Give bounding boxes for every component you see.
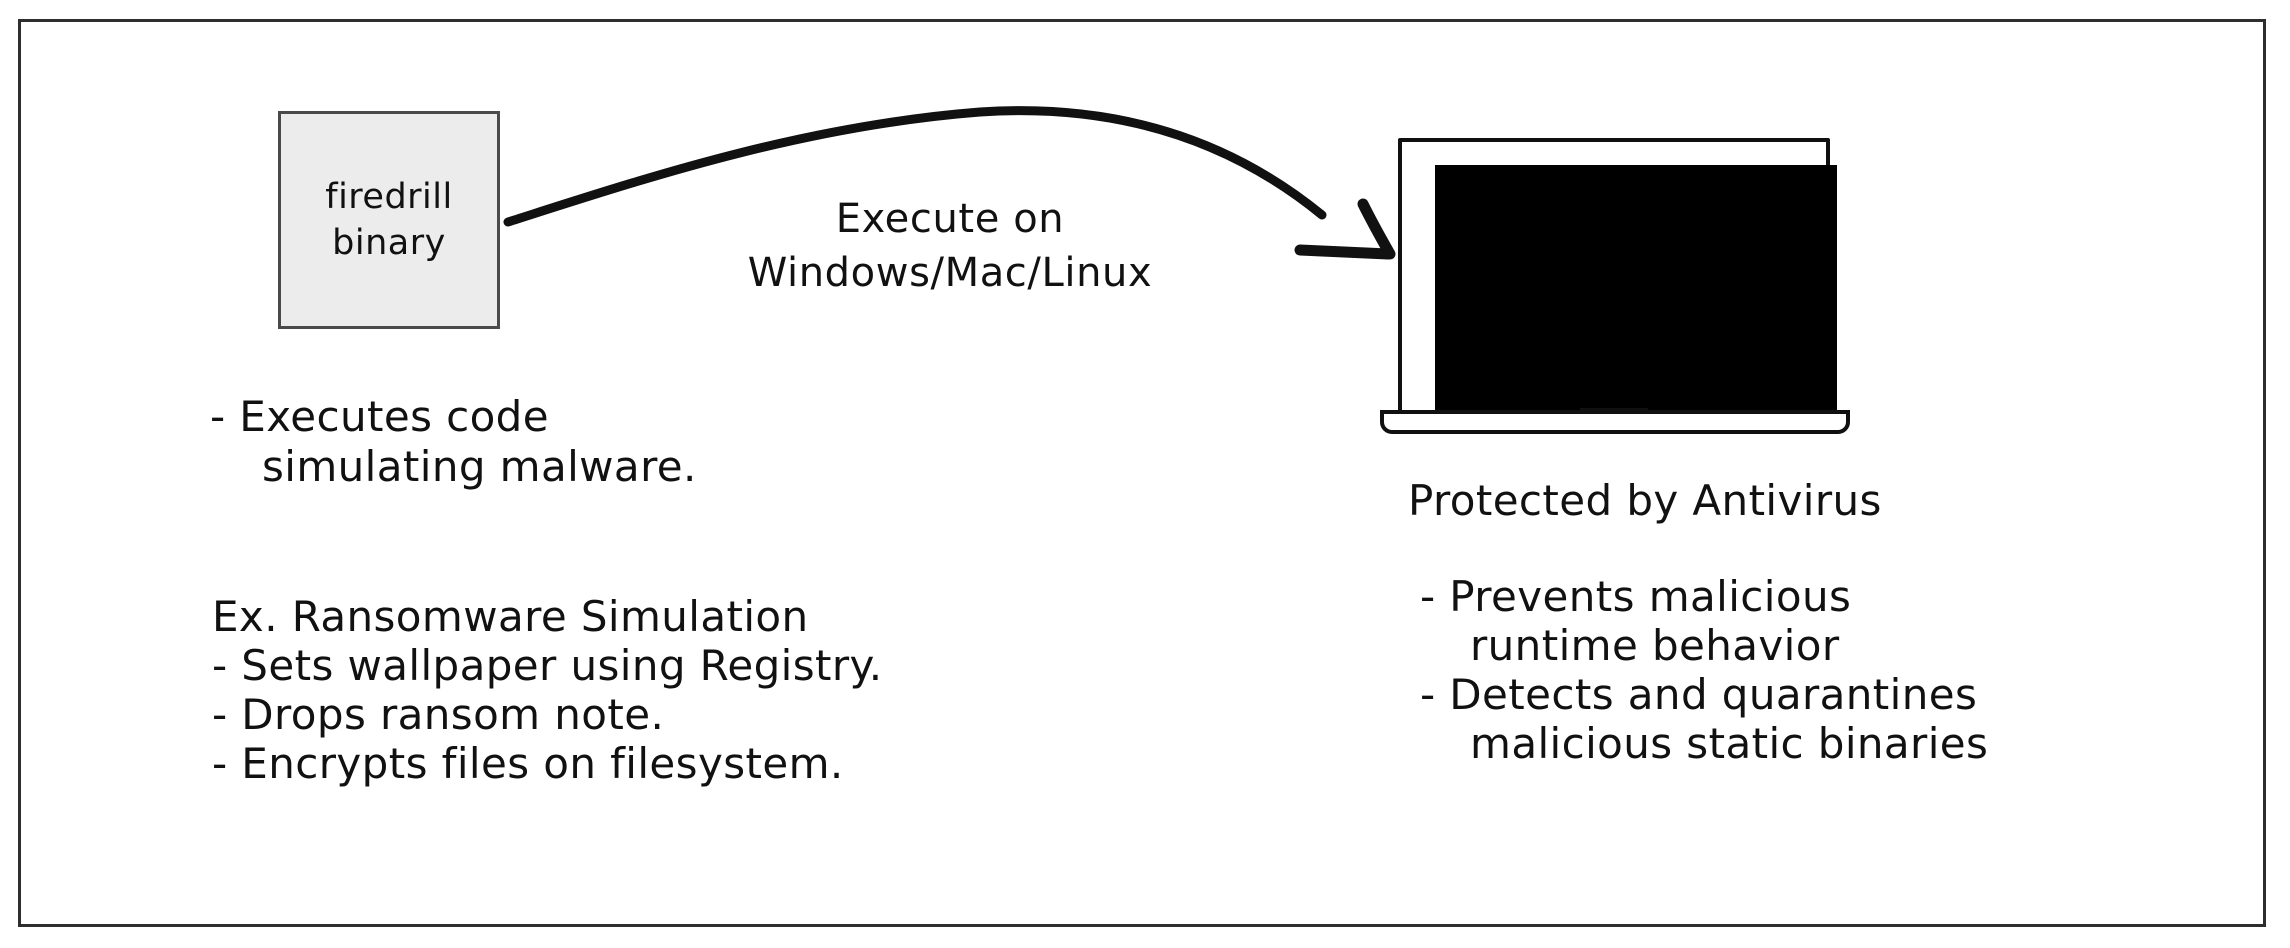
right-column-heading: Protected by Antivirus <box>1408 476 1882 526</box>
left-bullet-1-line-1: - Executes code <box>210 392 549 441</box>
laptop-screen <box>1435 165 1837 413</box>
right-column-bullets: - Prevents malicious runtime behavior - … <box>1420 572 1988 769</box>
arrow-label-line1: Execute on <box>835 196 1065 242</box>
left-bullet-1-line-2: simulating malware. <box>262 441 697 491</box>
left-example-ransomware: Ex. Ransomware Simulation - Sets wallpap… <box>212 592 883 789</box>
firedrill-box-label-line2: binary <box>332 223 446 263</box>
right-bullet-2-line-1: - Detects and quarantines <box>1420 670 1978 720</box>
example-bullet-1: - Sets wallpaper using Registry. <box>212 641 883 691</box>
right-bullet-1-line-2: runtime behavior <box>1470 621 1840 671</box>
left-bullet-executes-code: - Executes code simulating malware. <box>210 392 697 491</box>
firedrill-box-label-line1: firedrill <box>325 176 453 217</box>
right-bullet-1-line-1: - Prevents malicious <box>1420 572 1852 621</box>
laptop-base <box>1380 410 1850 434</box>
execute-arrow-label: Execute on Windows/Mac/Linux <box>690 192 1210 300</box>
laptop-icon <box>1380 130 1880 442</box>
arrow-label-line2: Windows/Mac/Linux <box>747 250 1153 296</box>
right-bullet-2-line-2: malicious static binaries <box>1470 719 1989 769</box>
firedrill-binary-box: firedrill binary <box>278 111 500 329</box>
protected-by-antivirus-label: Protected by Antivirus <box>1408 476 1882 525</box>
example-heading: Ex. Ransomware Simulation <box>212 592 809 641</box>
example-bullet-2: - Drops ransom note. <box>212 690 665 740</box>
slide-border <box>18 19 2266 927</box>
example-bullet-3: - Encrypts files on filesystem. <box>212 739 844 789</box>
laptop-lid <box>1398 138 1837 416</box>
